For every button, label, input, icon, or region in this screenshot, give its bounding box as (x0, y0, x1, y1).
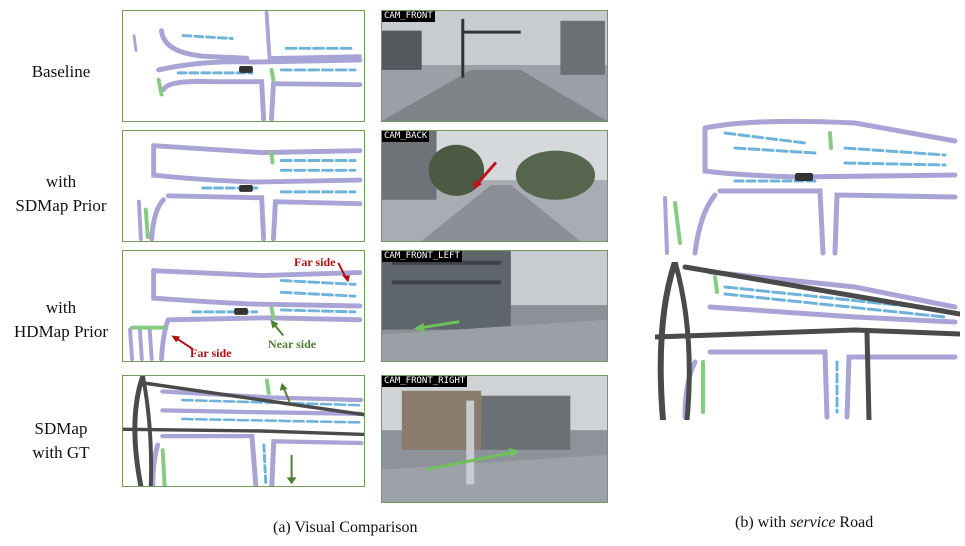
camera-tag: CAM_BACK (382, 131, 430, 142)
row-label-line: with GT (32, 443, 90, 462)
row-label-line: HDMap Prior (14, 322, 108, 341)
caption-service-road-em: service (790, 514, 836, 531)
map-panel-sdmap-prior (122, 130, 365, 242)
camera-front-right-image (382, 376, 607, 502)
camera-tag: CAM_FRONT (382, 11, 435, 22)
camera-panel-front-left: CAM_FRONT_LEFT (381, 250, 608, 362)
map-sdmap-prior-drawing (136, 143, 363, 241)
row-label-sdmap-gt: SDMap with GT (0, 417, 122, 465)
camera-front-left-image (382, 251, 607, 361)
annotation-near-side: Near side (268, 337, 317, 351)
row-label-line: Baseline (31, 62, 91, 81)
camera-front-image (382, 11, 607, 121)
map-panel-baseline (122, 10, 365, 122)
map-panel-hdmap-prior (122, 250, 365, 362)
camera-panel-front: CAM_FRONT (381, 10, 608, 122)
map-hdmap-prior-drawing (128, 262, 363, 361)
camera-tag: CAM_FRONT_LEFT (382, 251, 462, 262)
service-road-map-bottom (655, 262, 960, 420)
camera-back-image (382, 131, 607, 241)
row-label-hdmap-prior: with HDMap Prior (0, 296, 122, 344)
row-label-line: SDMap Prior (15, 196, 107, 215)
annotation-far-side-bottom: Far side (190, 346, 232, 360)
map-baseline-drawing (132, 11, 363, 121)
camera-tag: CAM_FRONT_RIGHT (382, 376, 468, 387)
caption-visual-comparison: (a) Visual Comparison (273, 519, 418, 536)
service-road-top-drawing (663, 118, 958, 256)
camera-panel-front-right: CAM_FRONT_RIGHT (381, 375, 608, 503)
row-label-line: with (45, 172, 77, 191)
annotation-far-side-top: Far side (294, 255, 336, 269)
map-panel-sdmap-gt (122, 375, 365, 487)
caption-service-road-prefix: (b) with (735, 514, 791, 531)
service-road-bottom-drawing (655, 262, 960, 420)
camera-panel-back: CAM_BACK (381, 130, 608, 242)
map-sdmap-gt-drawing (123, 376, 364, 486)
service-road-map-top (655, 103, 960, 261)
row-label-baseline: Baseline (0, 60, 122, 84)
row-label-line: with (45, 298, 77, 317)
row-label-sdmap-prior: with SDMap Prior (0, 170, 122, 218)
caption-service-road: (b) with service Road (735, 514, 873, 532)
row-label-line: SDMap (34, 419, 88, 438)
caption-service-road-suffix: Road (835, 514, 874, 531)
